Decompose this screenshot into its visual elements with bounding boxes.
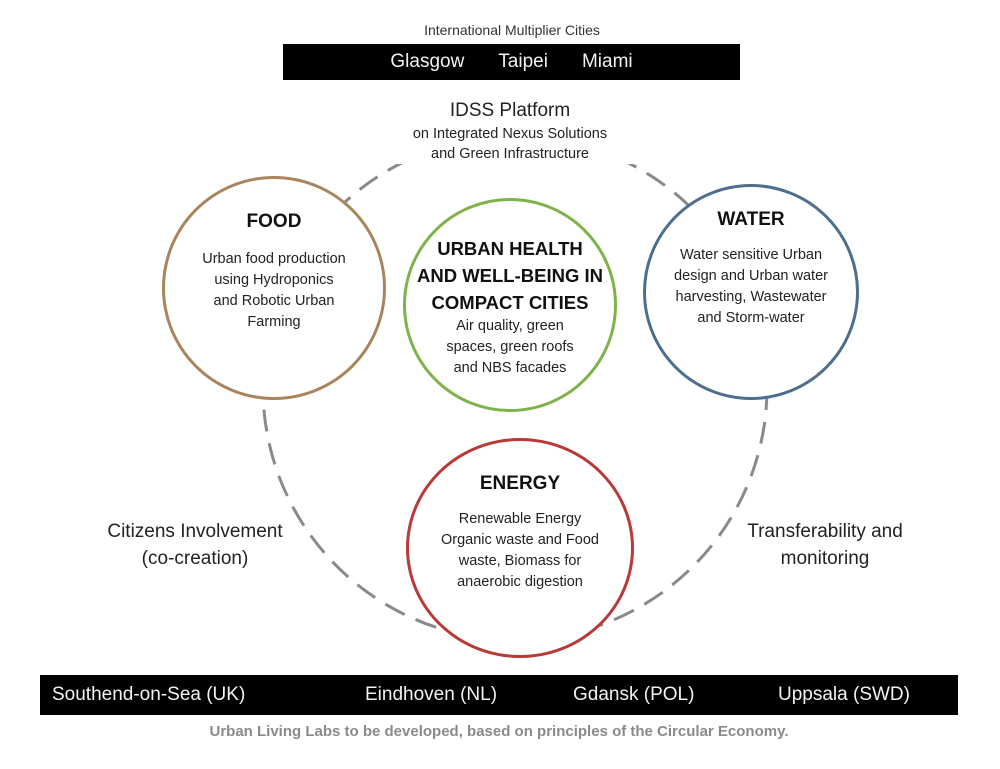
health-line: Air quality, green bbox=[456, 318, 564, 334]
left-label-line: Citizens Involvement bbox=[107, 521, 283, 542]
energy-line: Renewable Energy bbox=[458, 511, 582, 527]
footer-caption: Urban Living Labs to be developed, based… bbox=[209, 723, 789, 740]
city-taipei: Taipei bbox=[498, 51, 548, 72]
multiplier-cities-label: International Multiplier Cities bbox=[424, 22, 600, 38]
health-title: AND WELL-BEING IN bbox=[416, 265, 603, 286]
energy-line: waste, Biomass for bbox=[458, 553, 582, 569]
water-line: and Storm-water bbox=[697, 310, 805, 326]
lab-eindhoven: Eindhoven (NL) bbox=[365, 684, 498, 705]
energy-title: ENERGY bbox=[479, 473, 561, 494]
city-glasgow: Glasgow bbox=[390, 51, 465, 72]
lab-southend: Southend-on-Sea (UK) bbox=[52, 684, 246, 705]
food-circle: FOOD Urban food production using Hydropo… bbox=[162, 176, 386, 400]
idss-platform: IDSS Platform on Integrated Nexus Soluti… bbox=[360, 98, 660, 164]
water-title: WATER bbox=[717, 209, 785, 230]
right-label-line: monitoring bbox=[780, 548, 870, 569]
food-line: using Hydroponics bbox=[214, 272, 334, 288]
platform-subtitle-1: on Integrated Nexus Solutions bbox=[412, 126, 608, 142]
health-title: URBAN HEALTH bbox=[437, 238, 583, 259]
food-line: and Robotic Urban bbox=[213, 293, 335, 309]
transferability-label: Transferability and monitoring bbox=[700, 518, 950, 572]
water-circle: WATER Water sensitive Urban design and U… bbox=[643, 184, 859, 400]
multiplier-cities-bar: Glasgow Taipei Miami bbox=[283, 44, 740, 80]
city-miami: Miami bbox=[581, 51, 633, 72]
food-title: FOOD bbox=[246, 211, 302, 232]
living-labs-bar: Southend-on-Sea (UK) Eindhoven (NL) Gdan… bbox=[40, 675, 958, 715]
citizens-involvement-label: Citizens Involvement (co-creation) bbox=[60, 518, 330, 572]
right-label-line: Transferability and bbox=[747, 521, 903, 542]
platform-title: IDSS Platform bbox=[449, 100, 571, 121]
health-circle: URBAN HEALTH AND WELL-BEING IN COMPACT C… bbox=[403, 198, 617, 412]
health-line: spaces, green roofs bbox=[446, 339, 574, 355]
energy-circle: ENERGY Renewable Energy Organic waste an… bbox=[406, 438, 634, 658]
food-line: Urban food production bbox=[202, 251, 346, 267]
left-label-line: (co-creation) bbox=[141, 548, 249, 569]
energy-line: Organic waste and Food bbox=[441, 532, 599, 548]
health-line: and NBS facades bbox=[453, 360, 567, 376]
health-title: COMPACT CITIES bbox=[431, 292, 589, 313]
lab-gdansk: Gdansk (POL) bbox=[573, 684, 695, 705]
water-line: design and Urban water bbox=[674, 268, 828, 284]
lab-uppsala: Uppsala (SWD) bbox=[778, 684, 910, 705]
energy-line: anaerobic digestion bbox=[457, 574, 583, 590]
platform-subtitle-2: and Green Infrastructure bbox=[431, 146, 589, 162]
food-line: Farming bbox=[247, 314, 301, 330]
water-line: Water sensitive Urban bbox=[679, 247, 823, 263]
water-line: harvesting, Wastewater bbox=[675, 289, 827, 305]
